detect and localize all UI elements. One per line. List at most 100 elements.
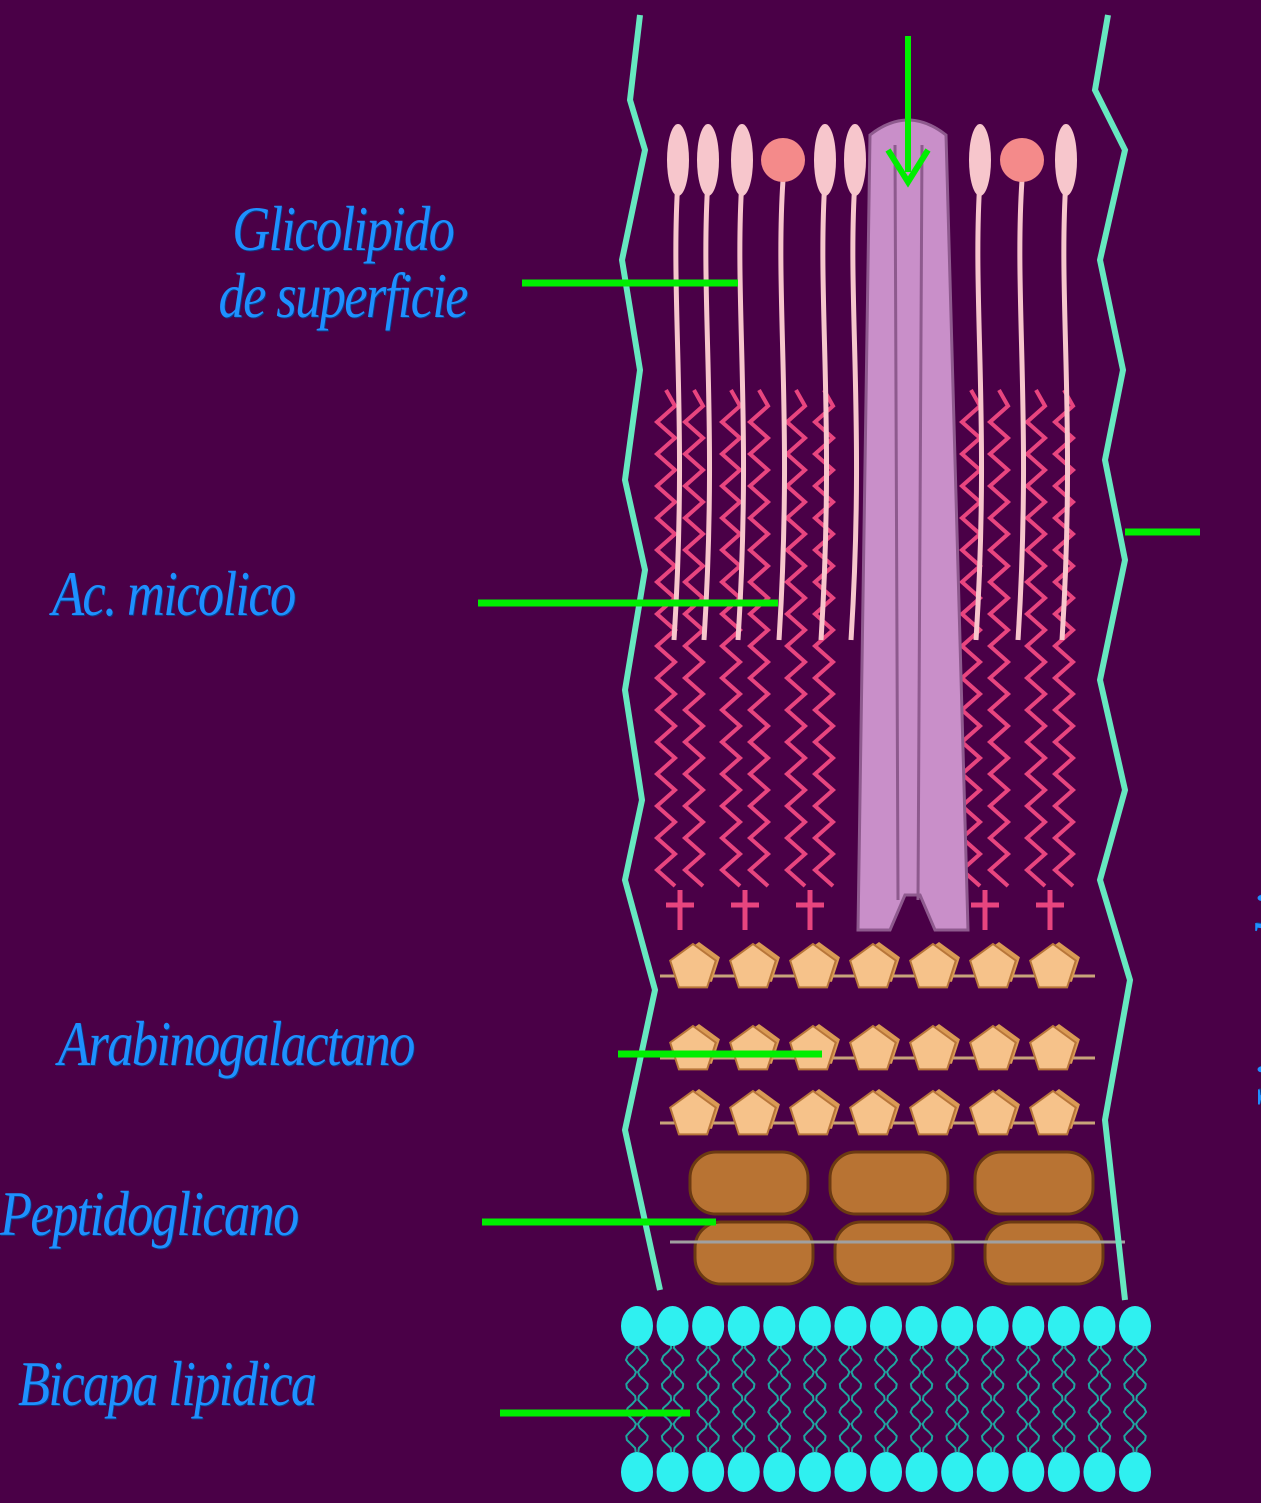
bilayer-tail <box>994 1340 1004 1452</box>
bilayer-head <box>906 1452 938 1492</box>
bilayer-tail <box>709 1340 719 1452</box>
bilayer-tail <box>911 1340 921 1452</box>
bilayer-tail <box>804 1340 814 1452</box>
bilayer-head <box>870 1452 902 1492</box>
label-arabinogalactano: Arabinogalactano <box>58 1010 414 1077</box>
peptidoglycan-unit <box>975 1152 1093 1214</box>
mycolic-chain <box>750 390 768 886</box>
bilayer-tail <box>816 1340 826 1452</box>
mycolic-chain <box>990 390 1008 886</box>
glycolipid-tail <box>674 180 680 640</box>
bilayer-tail <box>1065 1340 1075 1452</box>
bilayer-tail <box>1136 1340 1146 1452</box>
bilayer-head <box>799 1306 831 1346</box>
bilayer-head <box>692 1452 724 1492</box>
bilayer-tail <box>1017 1340 1027 1452</box>
glycolipid-tail <box>779 180 785 640</box>
bilayer-tail <box>1053 1340 1063 1452</box>
bilayer-head <box>834 1452 866 1492</box>
label-glicolipido-line1: Glicolipido <box>150 195 535 262</box>
glycolipid-tail <box>1062 180 1068 640</box>
glycolipid-head <box>814 124 836 196</box>
peptidoglycan-unit <box>690 1152 808 1214</box>
mycolic-chain <box>815 390 833 886</box>
bilayer-tail <box>697 1340 707 1452</box>
bilayer-tail <box>662 1340 672 1452</box>
bilayer-tail <box>946 1340 956 1452</box>
envelope-right <box>1095 15 1130 1300</box>
bilayer-head <box>1083 1452 1115 1492</box>
glycolipid-tail <box>851 180 857 640</box>
peptidoglycan-unit <box>835 1222 953 1284</box>
arabinogalactan-layer <box>660 942 1095 1134</box>
glycolipid-head <box>969 124 991 196</box>
glycolipid-head <box>731 124 753 196</box>
bilayer-tail <box>923 1340 933 1452</box>
bilayer-tail <box>982 1340 992 1452</box>
bilayer-head <box>728 1306 760 1346</box>
lipid-bilayer <box>621 1306 1151 1492</box>
bilayer-tail <box>626 1340 636 1452</box>
bilayer-head <box>1119 1452 1151 1492</box>
bilayer-head <box>621 1306 653 1346</box>
porin-body <box>858 120 968 930</box>
bilayer-head <box>763 1306 795 1346</box>
label-glicolipido: Glicolipido de superficie <box>150 195 535 329</box>
bilayer-head <box>1048 1306 1080 1346</box>
glycolipid-tail <box>704 180 710 640</box>
bilayer-tail <box>875 1340 885 1452</box>
bilayer-head <box>977 1452 1009 1492</box>
bilayer-head <box>906 1306 938 1346</box>
bilayer-head <box>941 1306 973 1346</box>
label-bicapa: Bicapa lipidica <box>18 1350 316 1417</box>
bilayer-head <box>977 1306 1009 1346</box>
label-lipoarabinomanano: Lipoarabinomanano <box>1245 665 1261 1110</box>
peptidoglycan-unit <box>985 1222 1103 1284</box>
bilayer-head <box>870 1306 902 1346</box>
bilayer-head <box>1012 1452 1044 1492</box>
peptidoglycan-layer <box>670 1152 1125 1284</box>
mycolic-chain <box>685 390 703 886</box>
mycolic-chain <box>1027 390 1045 886</box>
glycolipid-head <box>1000 138 1044 182</box>
bilayer-tail <box>1101 1340 1111 1452</box>
peptidoglycan-unit <box>830 1152 948 1214</box>
bilayer-tail <box>840 1340 850 1452</box>
bilayer-head <box>1119 1306 1151 1346</box>
bilayer-head <box>941 1452 973 1492</box>
bilayer-tail <box>852 1340 862 1452</box>
bilayer-tail <box>958 1340 968 1452</box>
bilayer-tail <box>1089 1340 1099 1452</box>
bilayer-tail <box>733 1340 743 1452</box>
bilayer-tail <box>674 1340 684 1452</box>
bilayer-head <box>657 1306 689 1346</box>
bilayer-head <box>834 1306 866 1346</box>
bilayer-head <box>1048 1452 1080 1492</box>
label-glicolipido-line2: de superficie <box>150 262 535 329</box>
bilayer-tail <box>768 1340 778 1452</box>
bilayer-head <box>799 1452 831 1492</box>
bilayer-head <box>692 1306 724 1346</box>
bilayer-tail <box>638 1340 648 1452</box>
mycolic-chain <box>787 390 805 886</box>
bilayer-head <box>1012 1306 1044 1346</box>
glycolipid-tail <box>738 180 744 640</box>
bilayer-tail <box>1029 1340 1039 1452</box>
bilayer-tail <box>1124 1340 1134 1452</box>
porin-channel <box>858 36 968 930</box>
envelope-left <box>622 15 660 1290</box>
glycolipid-head <box>697 124 719 196</box>
peptidoglycan-unit <box>695 1222 813 1284</box>
label-micolico: Ac. micolico <box>52 560 295 627</box>
bilayer-tail <box>780 1340 790 1452</box>
glycolipid-tail <box>1018 180 1024 640</box>
bilayer-head <box>763 1452 795 1492</box>
glycolipid-head <box>1055 124 1077 196</box>
label-peptidoglicano: Peptidoglicano <box>0 1180 298 1247</box>
glycolipid-tail <box>821 180 827 640</box>
glycolipid-head <box>761 138 805 182</box>
bilayer-head <box>728 1452 760 1492</box>
bilayer-tail <box>745 1340 755 1452</box>
glycolipid-head <box>844 124 866 196</box>
bilayer-head <box>1083 1306 1115 1346</box>
